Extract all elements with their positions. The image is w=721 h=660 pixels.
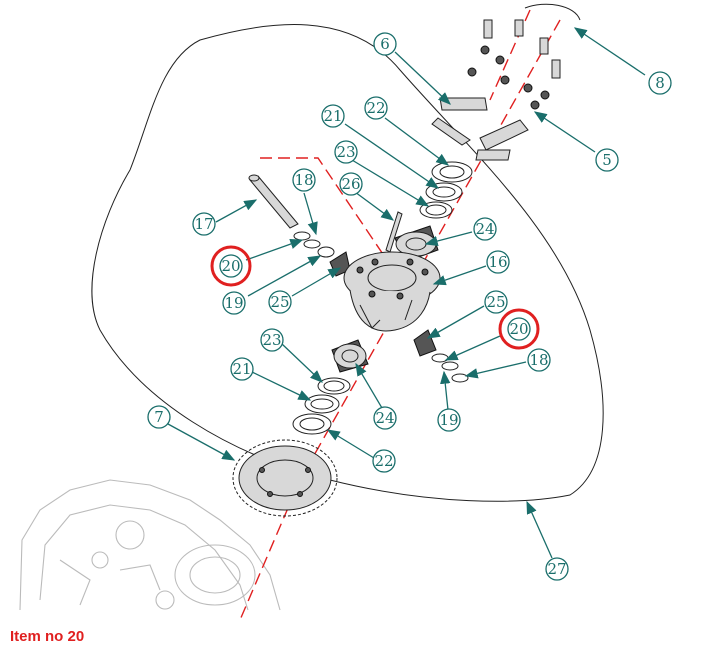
ring-gear-7 bbox=[232, 439, 338, 517]
callout-20-left-label: 20 bbox=[221, 257, 240, 275]
callout-22-bottom[interactable]: 22 bbox=[372, 449, 396, 473]
callout-7-label: 7 bbox=[154, 408, 164, 426]
callout-21-bottom[interactable]: 21 bbox=[230, 357, 254, 381]
washers-bottom bbox=[292, 377, 351, 435]
callout-5[interactable]: 5 bbox=[595, 148, 619, 172]
callout-25-left-label: 25 bbox=[270, 293, 289, 311]
callout-27[interactable]: 27 bbox=[545, 557, 569, 581]
callout-22-top-label: 22 bbox=[366, 99, 385, 117]
item-27-boundary bbox=[91, 24, 604, 502]
callout-18-right[interactable]: 18 bbox=[527, 348, 551, 372]
bevel-gear-24-bottom bbox=[331, 339, 369, 373]
callout-17[interactable]: 17 bbox=[192, 212, 216, 236]
callout-24-top[interactable]: 24 bbox=[473, 217, 497, 241]
differential-case-16 bbox=[343, 251, 441, 332]
callout-18-left-label: 18 bbox=[294, 171, 313, 189]
callout-24-top-label: 24 bbox=[475, 220, 494, 238]
exploded-parts-diagram: 6 8 5 21 22 23 26 18 17 24 20 16 19 25 2… bbox=[19, 3, 672, 620]
callout-22-top[interactable]: 22 bbox=[364, 96, 388, 120]
washers-top bbox=[419, 161, 473, 219]
callout-7[interactable]: 7 bbox=[147, 405, 171, 429]
bolt-group bbox=[467, 3, 581, 110]
callout-5-label: 5 bbox=[602, 151, 612, 169]
callout-16[interactable]: 16 bbox=[486, 250, 510, 274]
callout-27-label: 27 bbox=[547, 560, 566, 578]
callout-8[interactable]: 8 bbox=[648, 71, 672, 95]
leader-lines bbox=[167, 27, 646, 559]
callout-21-top-label: 21 bbox=[323, 107, 342, 125]
callout-6[interactable]: 6 bbox=[373, 32, 397, 56]
callout-19-right[interactable]: 19 bbox=[437, 408, 461, 432]
item-caption: Item no 20 bbox=[10, 628, 85, 645]
left-small-parts bbox=[293, 231, 351, 277]
callout-20-left[interactable]: 20 bbox=[219, 254, 243, 278]
callout-24-bottom[interactable]: 24 bbox=[373, 406, 397, 430]
callout-25-right-label: 25 bbox=[486, 293, 505, 311]
right-small-parts bbox=[413, 329, 469, 383]
callout-22-bottom-label: 22 bbox=[374, 452, 393, 470]
callout-26[interactable]: 26 bbox=[339, 172, 363, 196]
shaft-17 bbox=[248, 174, 299, 229]
callout-19-left[interactable]: 19 bbox=[222, 291, 246, 315]
callout-23-bottom[interactable]: 23 bbox=[260, 328, 284, 352]
callout-23-top[interactable]: 23 bbox=[334, 140, 358, 164]
transmission-housing-sketch bbox=[19, 479, 281, 611]
bracket-plates bbox=[431, 97, 529, 161]
callout-18-right-label: 18 bbox=[529, 351, 548, 369]
callout-19-left-label: 19 bbox=[224, 294, 243, 312]
callout-8-label: 8 bbox=[655, 74, 665, 92]
callout-18-left[interactable]: 18 bbox=[292, 168, 316, 192]
assembly-axes bbox=[239, 9, 561, 620]
callout-24-bottom-label: 24 bbox=[375, 409, 394, 427]
callout-17-label: 17 bbox=[194, 215, 213, 233]
callout-25-right[interactable]: 25 bbox=[484, 290, 508, 314]
callout-23-top-label: 23 bbox=[336, 143, 355, 161]
callout-25-left[interactable]: 25 bbox=[268, 290, 292, 314]
callout-6-label: 6 bbox=[380, 35, 390, 53]
callout-20-right[interactable]: 20 bbox=[507, 317, 531, 341]
callout-21-bottom-label: 21 bbox=[232, 360, 251, 378]
highlight-circle-right bbox=[498, 308, 540, 350]
callout-21-top[interactable]: 21 bbox=[321, 104, 345, 128]
callout-19-right-label: 19 bbox=[439, 411, 458, 429]
callout-23-bottom-label: 23 bbox=[262, 331, 281, 349]
highlight-circle-left bbox=[210, 245, 252, 287]
callout-20-right-label: 20 bbox=[509, 320, 528, 338]
callout-16-label: 16 bbox=[488, 253, 507, 271]
callout-26-label: 26 bbox=[341, 175, 360, 193]
